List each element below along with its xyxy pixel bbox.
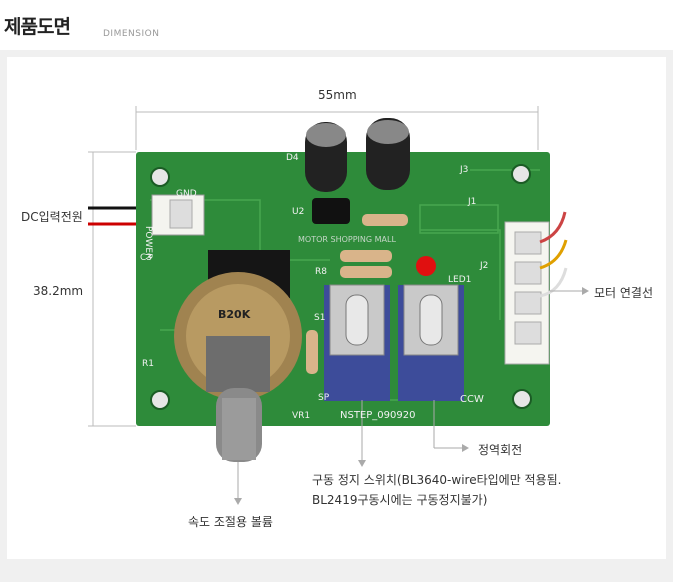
silk-led1: LED1	[448, 275, 471, 285]
silk-vr1: VR1	[292, 411, 310, 421]
height-dimension: 38.2mm	[33, 284, 84, 298]
motor-connect-label: 모터 연결선	[594, 286, 654, 300]
speed-knob-label: 속도 조절용 볼륨	[188, 515, 273, 529]
silk-j3: J3	[459, 165, 468, 175]
led1	[416, 256, 436, 276]
motor-wires	[539, 211, 568, 298]
page-subtitle: DIMENSION	[103, 29, 160, 39]
stop-switch-label-1: 구동 정지 스위치(BL3640-wire타입에만 적용됨.	[312, 473, 562, 487]
toggle-switch-stop	[324, 284, 390, 401]
silk-ccw: CCW	[460, 394, 484, 405]
silk-sp: SP	[318, 393, 330, 403]
stop-switch-label-2: BL2419구동시에는 구동정지불가)	[312, 493, 488, 507]
silk-pot-label: B20K	[218, 308, 251, 321]
silk-gnd: GND	[176, 189, 197, 199]
mounting-holes	[150, 164, 532, 410]
speed-potentiometer	[174, 272, 302, 462]
silk-u2: U2	[292, 207, 304, 217]
callout-arrows	[234, 287, 589, 505]
direction-label: 정역회전	[478, 443, 523, 457]
resistors	[306, 214, 408, 374]
width-dimension: 55mm	[318, 88, 357, 102]
silk-power: POWER	[143, 226, 153, 259]
page-title: 제품도면	[4, 16, 71, 38]
dc-input-label: DC입력전원	[21, 210, 83, 224]
toggle-switch-direction	[398, 284, 464, 401]
silk-j2: J2	[479, 261, 488, 271]
silk-s1: S1	[314, 313, 325, 323]
watermark: MOTOR SHOPPING MALL	[298, 235, 396, 244]
silk-model: NSTEP_090920	[340, 410, 415, 421]
silk-c3: C3	[140, 253, 152, 263]
silk-r1: R1	[142, 359, 154, 369]
dimension-lines	[88, 106, 539, 427]
silk-r8: R8	[315, 267, 327, 277]
capacitors	[305, 118, 410, 192]
transistor-u2	[312, 198, 350, 224]
silk-d4: D4	[286, 153, 299, 163]
silk-j1: J1	[467, 197, 476, 207]
